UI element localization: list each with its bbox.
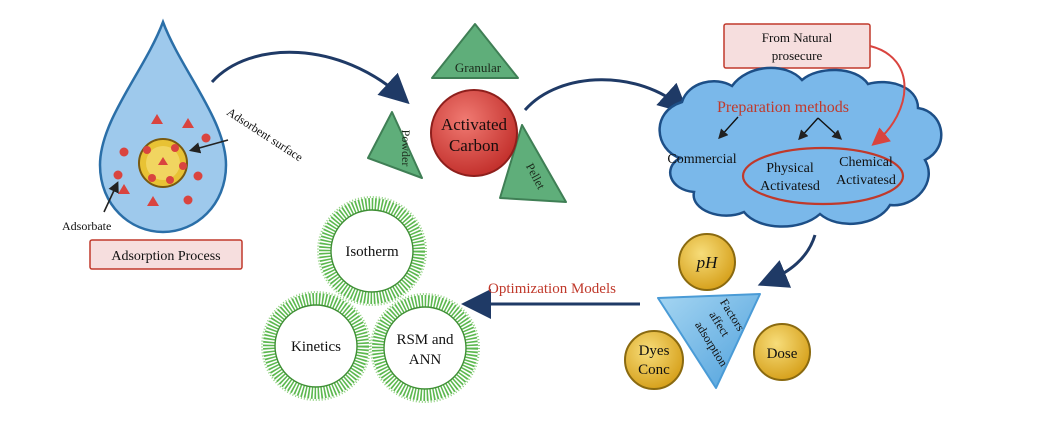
adsorption-process-box — [89, 239, 243, 270]
carbon-label-line1: Activated — [441, 115, 508, 134]
rsm-line1: RSM and — [396, 332, 454, 348]
kinetics-label: Kinetics — [291, 339, 341, 355]
adsorbent-pointer — [188, 139, 229, 154]
adsorbent-surface-label: Adsorbent surface — [224, 105, 305, 164]
factors-group: Factors affect adsorption pH Dose Dyes C… — [624, 233, 811, 390]
physical-line2: Activatesd — [760, 179, 820, 194]
adsorption-drop-group: Adsorbent surface Adsorbate Adsorption P… — [62, 18, 305, 270]
water-drop — [98, 18, 228, 234]
arrow-preparation-to-factors — [757, 234, 817, 288]
commercial-arrow — [718, 116, 739, 140]
commercial-label: Commercial — [667, 152, 736, 167]
activation-highlight — [741, 146, 905, 206]
chemical-line1: Chemical — [839, 155, 893, 170]
powder-label: Powder — [399, 130, 413, 167]
kinetics-ring — [261, 291, 371, 401]
granular-triangle — [431, 23, 519, 79]
dyes-line2: Conc — [638, 362, 670, 378]
preparation-cloud — [658, 66, 943, 228]
arrow-drop-to-carbon — [210, 50, 410, 105]
powder-triangle — [367, 111, 423, 179]
dyes-ball — [624, 330, 684, 390]
optimization-title: Optimization Models — [488, 281, 616, 297]
rsm-ann-ring — [370, 293, 480, 403]
adsorbate-pointer — [103, 181, 119, 213]
rsm-line2: ANN — [409, 352, 442, 368]
carbon-label-line2: Carbon — [449, 136, 500, 155]
dose-ball — [753, 323, 811, 381]
activated-carbon-group: Granular Powder Pellet Activated Carbon — [367, 23, 567, 203]
adsorption-process-label: Adsorption Process — [111, 249, 220, 264]
ph-ball — [678, 233, 736, 291]
physical-line1: Physical — [766, 161, 814, 176]
adsorbate-molecules — [113, 114, 211, 206]
activated-carbon-ball — [430, 89, 518, 177]
optimization-group: Isotherm Kinetics RSM and ANN — [261, 196, 480, 403]
isotherm-ring — [317, 196, 427, 306]
chemical-arrow — [817, 117, 843, 140]
dose-label: Dose — [767, 346, 798, 362]
factors-triangle — [657, 293, 761, 389]
preparation-title: Preparation methods — [717, 99, 849, 116]
arrow-carbon-to-preparation — [523, 78, 689, 115]
ph-label: pH — [696, 253, 720, 272]
dyes-line1: Dyes — [639, 343, 670, 359]
natural-source-line1: From Natural — [762, 30, 833, 45]
physical-arrow — [798, 117, 819, 141]
natural-source-line2: prosecure — [772, 48, 823, 63]
adsorbate-label: Adsorbate — [62, 219, 111, 233]
isotherm-label: Isotherm — [345, 244, 399, 260]
arrow-natural-to-chemical — [869, 45, 906, 146]
preparation-group: From Natural prosecure Preparation metho… — [658, 23, 943, 228]
granular-label: Granular — [455, 60, 502, 75]
chemical-line2: Activatesd — [836, 173, 896, 188]
